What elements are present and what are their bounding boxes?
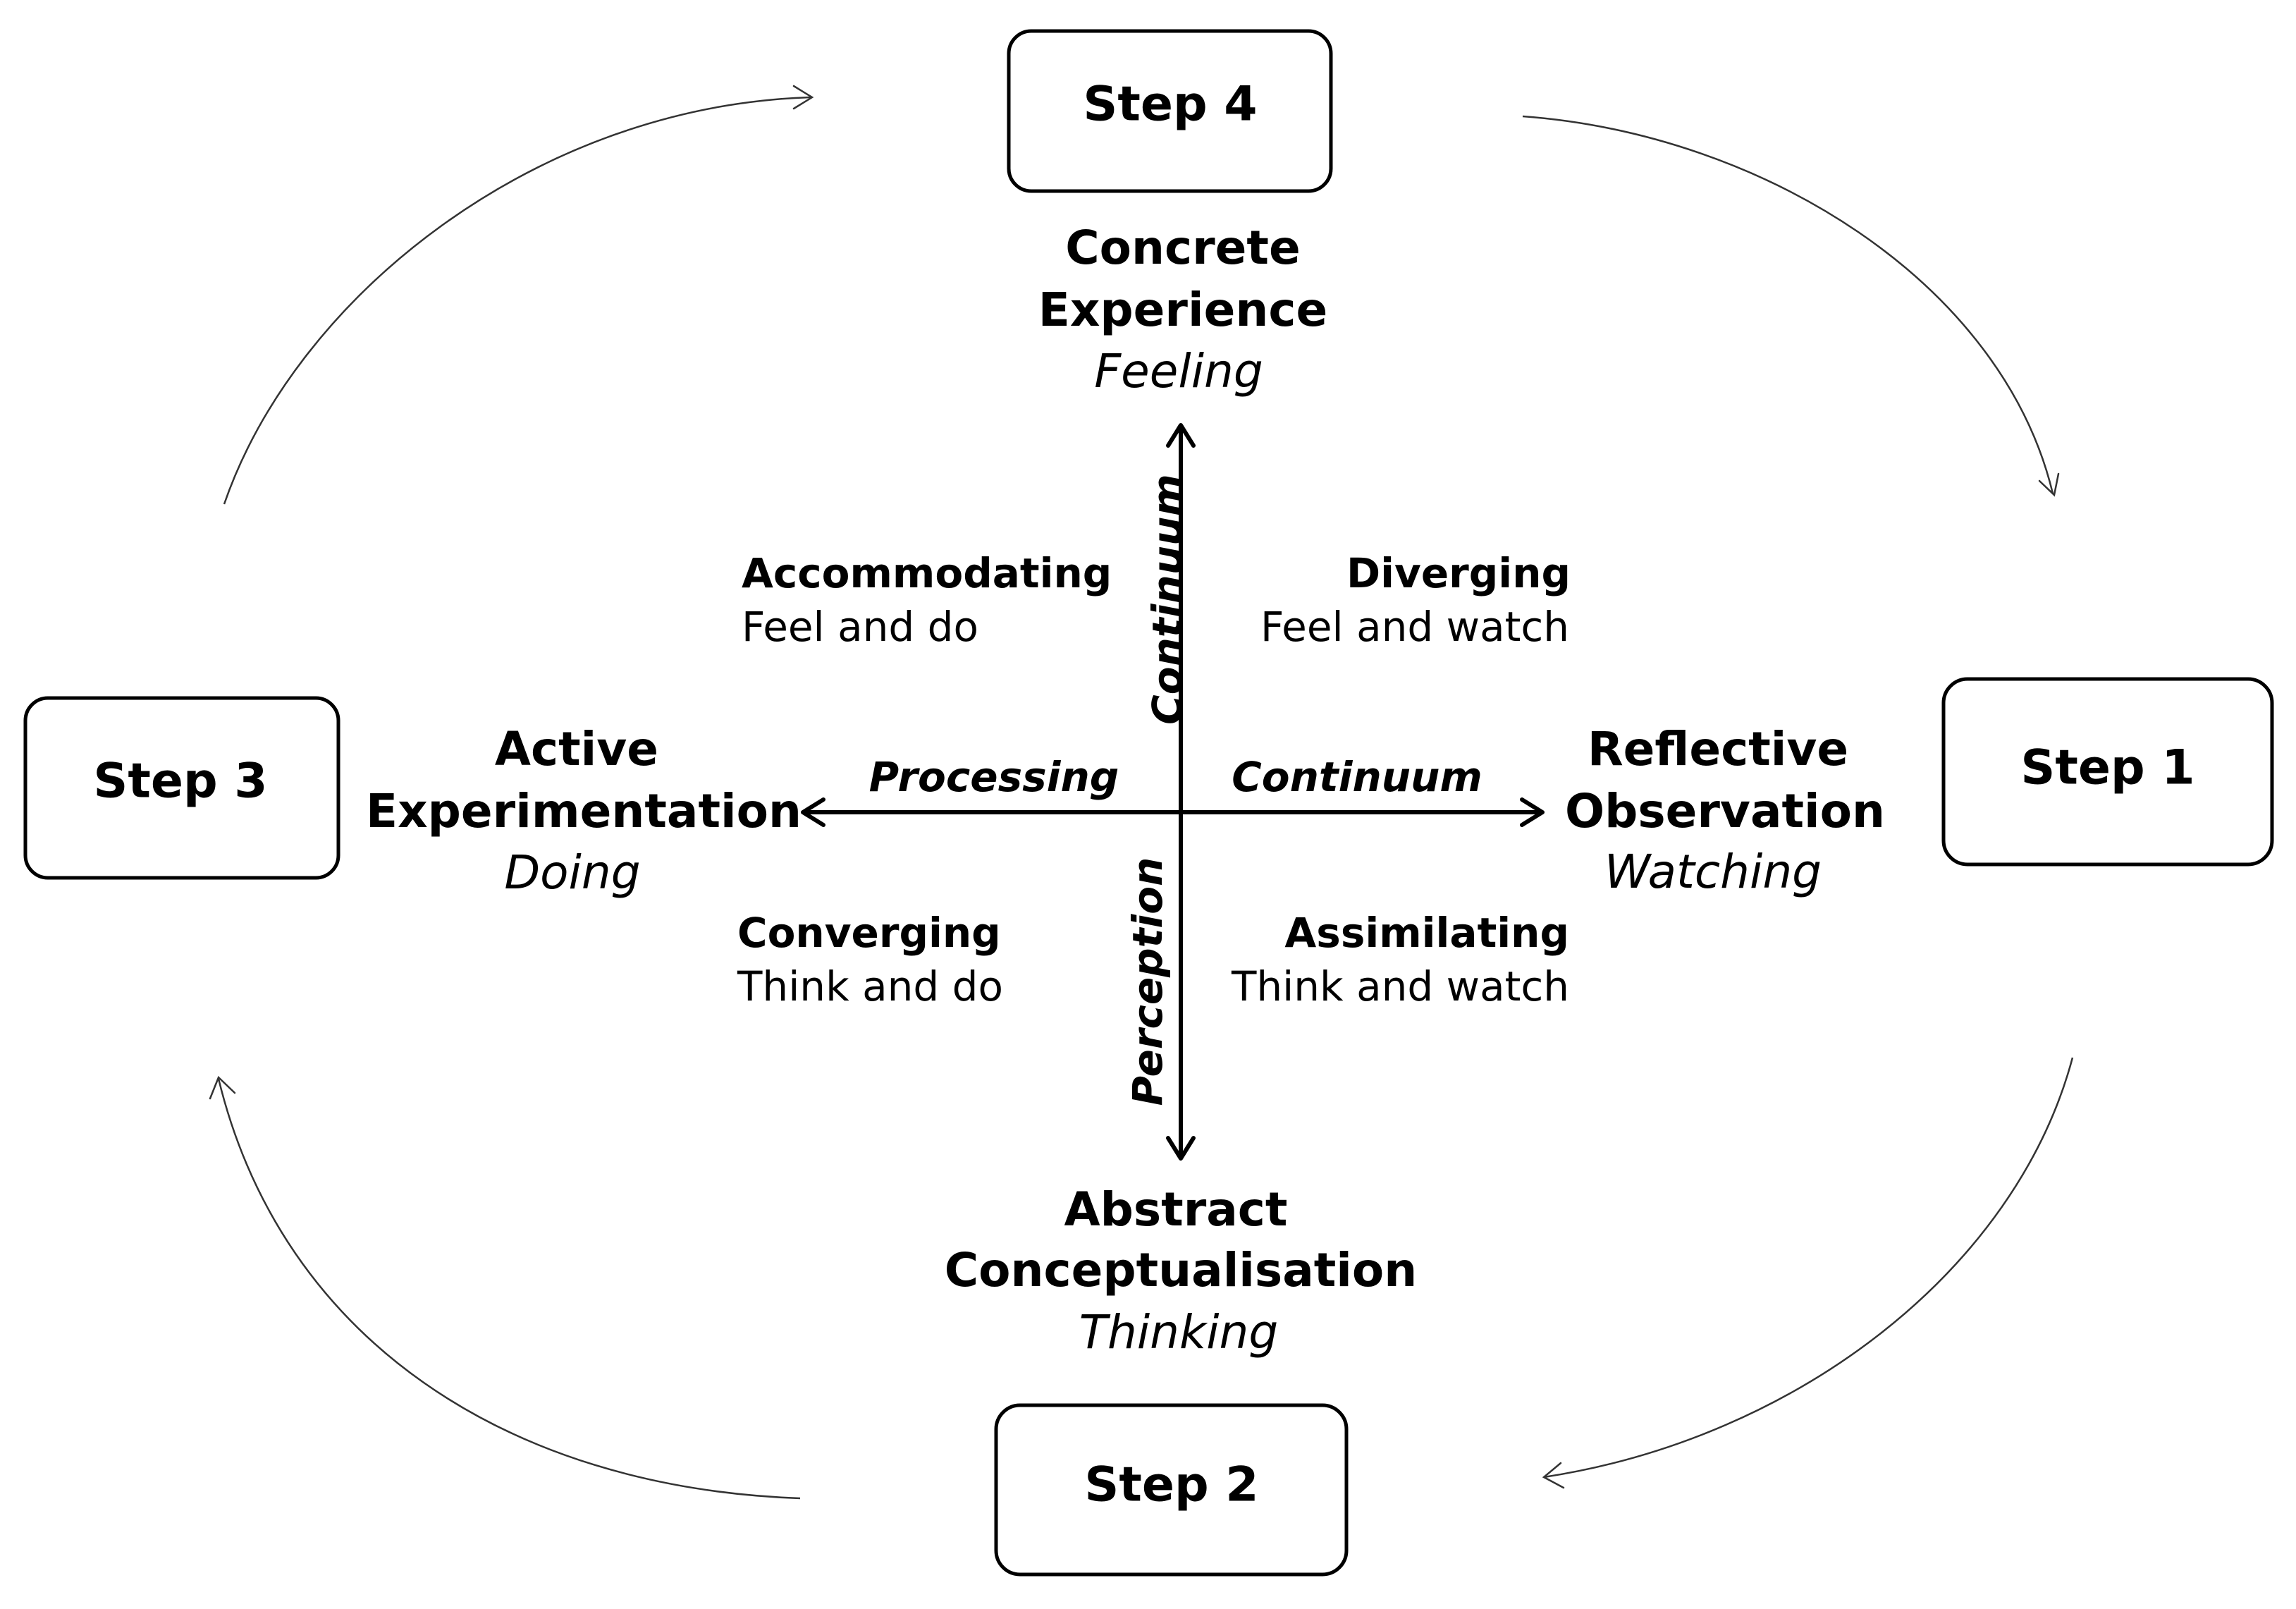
cycle-arrow-step1-to-step2 <box>1542 1057 2074 1489</box>
axis-label-horizontal-left: Processing <box>869 753 1119 801</box>
step-4-label: Step 4 <box>1083 77 1257 133</box>
step-4-box: Step 4 <box>1007 29 1333 193</box>
axis-label-horizontal-right: Continuum <box>1232 753 1482 801</box>
quadrant-accommodating: Accommodating Feel and do <box>742 549 1112 651</box>
quadrant-diverging-title: Diverging <box>1346 549 1571 597</box>
step-3-box: Step 3 <box>23 696 340 880</box>
pole-left: Active Experimentation Doing <box>366 722 802 900</box>
step-3-label: Step 3 <box>93 754 267 809</box>
pole-bottom-line2: Conceptualisation <box>945 1243 1418 1297</box>
pole-top-line1: Concrete <box>1065 221 1301 275</box>
pole-right-line2: Observation <box>1565 784 1885 838</box>
quadrant-accommodating-desc: Feel and do <box>742 603 978 651</box>
pole-bottom-line1: Abstract <box>1064 1182 1288 1237</box>
pole-bottom: Abstract Conceptualisation Thinking <box>945 1182 1418 1359</box>
pole-left-line2: Experimentation <box>366 784 802 838</box>
pole-top-line2: Experience <box>1038 283 1327 337</box>
quadrant-assimilating-desc: Think and watch <box>1231 962 1569 1010</box>
quadrant-converging: Converging Think and do <box>737 909 1003 1010</box>
step-1-label: Step 1 <box>2020 740 2194 796</box>
pole-top: Concrete Experience Feeling <box>1038 221 1327 398</box>
cycle-arrow-step3-to-step4 <box>223 85 814 505</box>
pole-right-sub: Watching <box>1604 845 1822 899</box>
quadrant-accommodating-title: Accommodating <box>742 549 1112 597</box>
axis-label-vertical-bottom: Perception <box>1124 857 1172 1106</box>
quadrant-converging-title: Converging <box>737 909 1001 957</box>
horizontal-axis <box>801 797 1545 827</box>
quadrant-diverging: Diverging Feel and watch <box>1260 549 1571 651</box>
cycle-arrow-step4-to-step1 <box>1522 115 2060 497</box>
pole-top-sub: Feeling <box>1094 344 1263 398</box>
pole-bottom-sub: Thinking <box>1079 1305 1279 1359</box>
pole-left-line1: Active <box>495 722 658 776</box>
cycle-arrow-step2-to-step3 <box>209 1075 801 1500</box>
axis-label-vertical-top: Continuum <box>1143 474 1191 725</box>
pole-right-line1: Reflective <box>1588 722 1848 776</box>
quadrant-diverging-desc: Feel and watch <box>1260 603 1569 651</box>
quadrant-assimilating-title: Assimilating <box>1284 909 1569 957</box>
step-2-label: Step 2 <box>1084 1457 1258 1513</box>
vertical-axis <box>1166 423 1196 1161</box>
pole-right: Reflective Observation Watching <box>1565 722 1885 899</box>
quadrant-assimilating: Assimilating Think and watch <box>1231 909 1569 1010</box>
quadrant-converging-desc: Think and do <box>737 962 1003 1010</box>
pole-left-sub: Doing <box>504 845 640 900</box>
step-1-box: Step 1 <box>1941 677 2274 867</box>
step-2-box: Step 2 <box>994 1403 1349 1577</box>
